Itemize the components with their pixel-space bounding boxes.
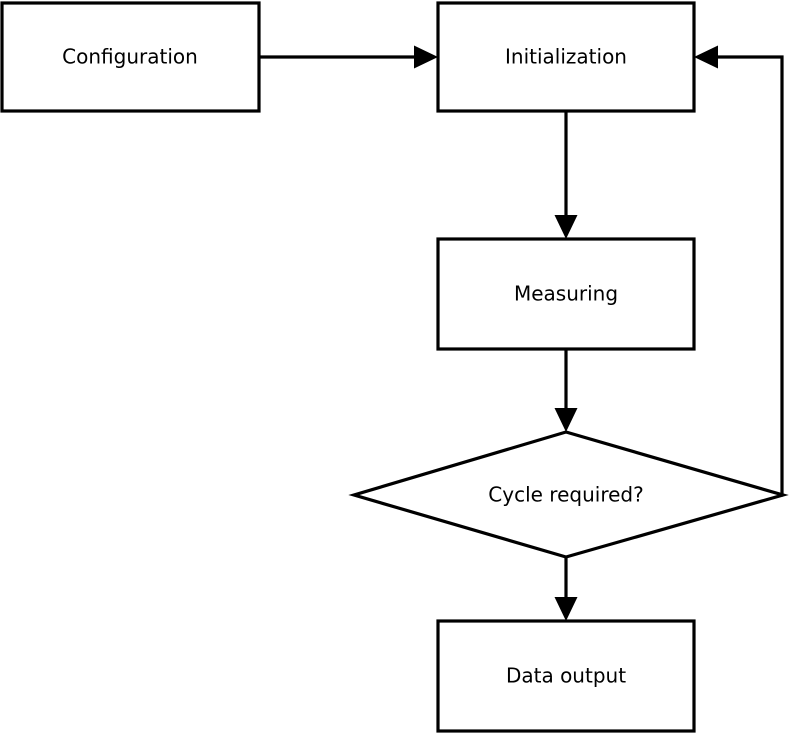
node-shape-initialization[interactable] (436, 1, 696, 113)
node-data-output[interactable]: Data output (436, 619, 696, 733)
arrowhead-down-measuring (554, 215, 578, 239)
node-label-initialization: Initialization (505, 45, 627, 69)
edge-initialization-to-measuring (554, 111, 578, 239)
node-cycle-required[interactable]: Cycle required? (348, 430, 789, 559)
arrowhead-down-data-output (554, 597, 578, 621)
arrowhead-left-initialization (694, 45, 718, 69)
node-label-cycle-required: Cycle required? (488, 483, 643, 507)
node-shape-data-output[interactable] (436, 619, 696, 733)
node-shape-configuration[interactable] (0, 1, 261, 113)
edge-measuring-to-cycle-required (554, 349, 578, 432)
node-label-configuration: Configuration (62, 45, 198, 69)
node-shape-measuring[interactable] (436, 237, 696, 351)
arrowhead-down-cycle-required (554, 408, 578, 432)
node-shape-cycle-required[interactable] (348, 430, 789, 559)
node-configuration[interactable]: Configuration (0, 1, 261, 113)
arrowhead-right-initialization (414, 45, 438, 69)
edge-line-feedback-loop (707, 55, 784, 497)
edge-configuration-to-initialization (259, 45, 438, 69)
edge-cycle-required-to-data-output (554, 557, 578, 621)
node-label-data-output: Data output (506, 664, 626, 688)
node-initialization[interactable]: Initialization (436, 1, 696, 113)
node-label-measuring: Measuring (514, 282, 618, 306)
node-measuring[interactable]: Measuring (436, 237, 696, 351)
edge-cycle-required-to-initialization-feedback (694, 45, 784, 497)
